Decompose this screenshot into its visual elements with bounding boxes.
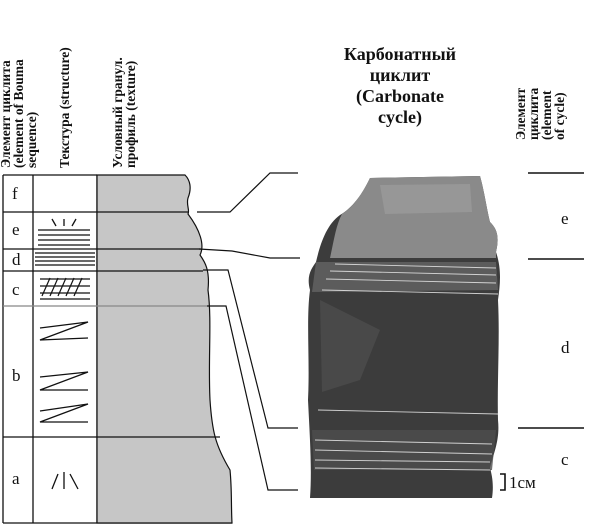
division-boundaries — [3, 211, 220, 438]
division-label-e: e — [12, 220, 20, 239]
correlation-lines — [197, 172, 300, 491]
cycle-element-d: d — [561, 338, 570, 357]
structure-d-fine-lamination — [35, 252, 95, 266]
cycle-element-separators — [518, 172, 584, 429]
structure-e-parallel-lamination — [38, 218, 90, 246]
bouma-element-header: Элемент циклита (element of Bouma sequen… — [0, 59, 39, 168]
scale-bar — [500, 473, 506, 491]
division-label-c: c — [12, 280, 20, 299]
division-label-d: d — [12, 250, 21, 269]
division-label-a: a — [12, 469, 20, 488]
cycle-element-e: e — [561, 209, 569, 228]
structure-a-graded-bedding — [51, 472, 79, 490]
structure-c-ripple-lamination — [40, 277, 90, 300]
division-label-b: b — [12, 366, 21, 385]
cycle-element-c: c — [561, 450, 569, 469]
cycle-element-header: Элемент циклита (element of cycle) — [513, 87, 567, 140]
photo-title: Карбонатный циклит (Carbonate cycle) — [343, 44, 457, 127]
rock-sample-photo — [308, 176, 500, 498]
scale-bar-label: 1см — [509, 473, 536, 492]
texture-header: Условный гранул. профиль (texture) — [110, 57, 138, 168]
structure-b-planar-lamination — [39, 321, 89, 423]
division-label-f: f — [12, 184, 18, 203]
grain-size-profile — [96, 174, 233, 524]
structure-header: Текстура (structure) — [57, 47, 72, 168]
